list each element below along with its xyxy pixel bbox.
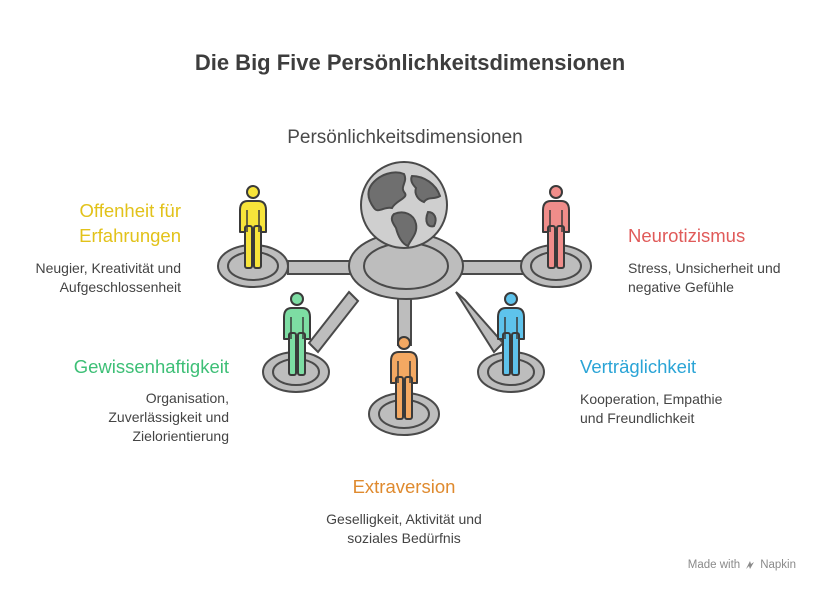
person-icon-neurotizismus (542, 185, 570, 269)
person-icon-offenheit (239, 185, 267, 269)
footer: Made with Napkin (688, 559, 796, 571)
spoke-neurotizismus (453, 260, 525, 275)
dimension-title-offenheit: Offenheit für Erfahrungen (79, 200, 181, 246)
dimension-title-vertraeglichkeit: Verträglichkeit (580, 356, 697, 377)
dimension-title-extraversion: Extraversion (352, 476, 456, 497)
spoke-gewissenhaftigkeit (307, 290, 360, 354)
center-label: Persönlichkeitsdimensionen (287, 127, 523, 148)
dimension-desc-vertraeglichkeit: Kooperation, Empathie und Freundlichkeit (580, 391, 723, 426)
made-with-label: Made with (687, 559, 741, 571)
napkin-logo-icon (746, 561, 755, 569)
brand-label: Napkin (760, 559, 796, 571)
dimension-desc-gewissenhaftigkeit: Organisation, Zuverlässigkeit und Zielor… (108, 390, 229, 444)
page-title: Die Big Five Persönlichkeitsdimensionen (194, 50, 626, 75)
globe-icon (360, 161, 448, 249)
spoke-offenheit (287, 260, 359, 275)
person-icon-extraversion (390, 336, 418, 420)
dimension-desc-offenheit: Neugier, Kreativität und Aufgeschlossenh… (35, 260, 181, 295)
spoke-vertraeglichkeit (455, 291, 505, 354)
dimension-desc-extraversion: Geselligkeit, Aktivität und soziales Bed… (326, 511, 482, 546)
person-icon-gewissenhaftigkeit (283, 292, 311, 376)
dimension-title-neurotizismus: Neurotizismus (628, 225, 746, 246)
dimension-desc-neurotizismus: Stress, Unsicherheit und negative Gefühl… (628, 260, 781, 295)
dimension-title-gewissenhaftigkeit: Gewissenhaftigkeit (73, 356, 229, 377)
person-icon-vertraeglichkeit (497, 292, 525, 376)
